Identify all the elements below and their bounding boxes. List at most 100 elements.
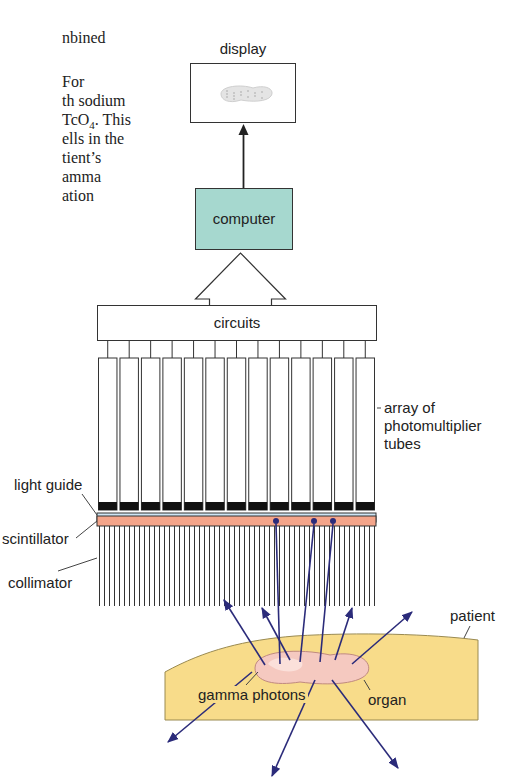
photomultiplier-tube [356,358,374,510]
tube-wire [150,341,151,358]
text-line: ells in the [62,129,124,148]
image-speck [240,91,242,93]
text-line: amma [62,167,101,186]
gamma-ray [320,524,333,662]
text-line: th sodium [62,91,126,110]
label-holder: array of photomultiplier tubes [384,399,514,453]
organ-shape [255,651,369,684]
flash-dot [330,518,336,524]
photomultiplier-tube [184,358,202,510]
image-speck [226,96,228,98]
display-screen: display [190,63,296,123]
part-name: collimator [8,574,72,591]
photocathode [163,502,181,510]
leader-line [364,680,370,690]
tube-wire [193,341,194,358]
flash-dot [311,518,317,524]
box-label: circuits [214,314,261,332]
photomultiplier-tube [227,358,245,510]
tube-wire [257,341,258,358]
gamma-ray [168,672,252,742]
image-speck [233,92,235,94]
gamma-ray [224,600,265,665]
photomultiplier-array [99,341,375,510]
photomultiplier-tube [249,358,267,510]
photomultiplier-tube [313,358,331,510]
part-name: light guide [14,476,82,493]
photomultiplier-tube [99,358,117,510]
image-speck [247,90,249,92]
signal-arrow [239,124,249,188]
leader-line [377,408,381,409]
text-fragment: amma [62,168,101,185]
text-line: For [62,72,84,91]
text-line: nbined [62,28,106,47]
box-label: computer [213,210,276,228]
image-speck [254,92,256,94]
label-holder: light guide [14,476,82,494]
tube-wire [343,341,344,358]
circuits-box: circuits [97,305,377,341]
part-name: array of photomultiplier tubes [384,399,514,453]
gamma-ray [300,524,314,662]
label-holder: gamma photons [196,686,308,704]
scan-image [191,64,295,122]
tube-wire [129,341,130,358]
image-speck [226,93,228,95]
photocathode [206,502,224,510]
photomultiplier-tube [120,358,138,510]
box-label: display [191,40,295,58]
image-speck [247,96,249,98]
photomultiplier-tube [163,358,181,510]
leader-line [82,494,97,515]
gamma-ray [262,608,290,660]
label-holder: organ [368,691,406,709]
text-fragment: ells in the [62,130,124,147]
leader-line [58,558,97,571]
image-speck [254,95,256,97]
part-name: gamma photons [196,686,308,703]
gamma-rays [168,524,412,776]
tube-wire [172,341,173,358]
text-fragment: nbined [62,29,106,46]
image-speck [261,91,263,93]
photocathode [270,502,288,510]
image-speck [240,94,242,96]
text-fragment: tient’s [62,149,101,166]
image-speck [233,98,235,100]
tube-wire [322,341,323,358]
text-fragment: . This [95,111,131,128]
label-holder: collimator [8,574,72,592]
gamma-ray [276,524,280,664]
tube-wire [300,341,301,358]
gamma-ray [335,608,352,660]
organ-lobe [268,658,302,672]
image-blob [221,86,272,102]
photomultiplier-tube [206,358,224,510]
part-name: patient [450,607,495,624]
photocathode [120,502,138,510]
flash-dot [273,518,279,524]
photomultiplier-tube [335,358,353,510]
photomultiplier-tube [141,358,159,510]
text-fragment: 4 [89,119,95,131]
data-flow-arrow [196,253,286,305]
photocathode [313,502,331,510]
photocathode [292,502,310,510]
photomultiplier-tube [292,358,310,510]
gamma-ray [352,612,412,664]
photocathode [99,502,117,510]
image-speck [233,95,235,97]
text-fragment: TcO [62,111,89,128]
photomultiplier-tube [270,358,288,510]
label-holder: scintillator [2,530,69,548]
computer-box: computer [195,188,293,250]
leader-line [464,626,470,638]
photocathode [227,502,245,510]
part-name: organ [368,691,406,708]
photocathode [141,502,159,510]
photocathode [184,502,202,510]
leader-line [76,521,97,538]
leader-line [246,672,258,685]
tube-wire [107,341,108,358]
